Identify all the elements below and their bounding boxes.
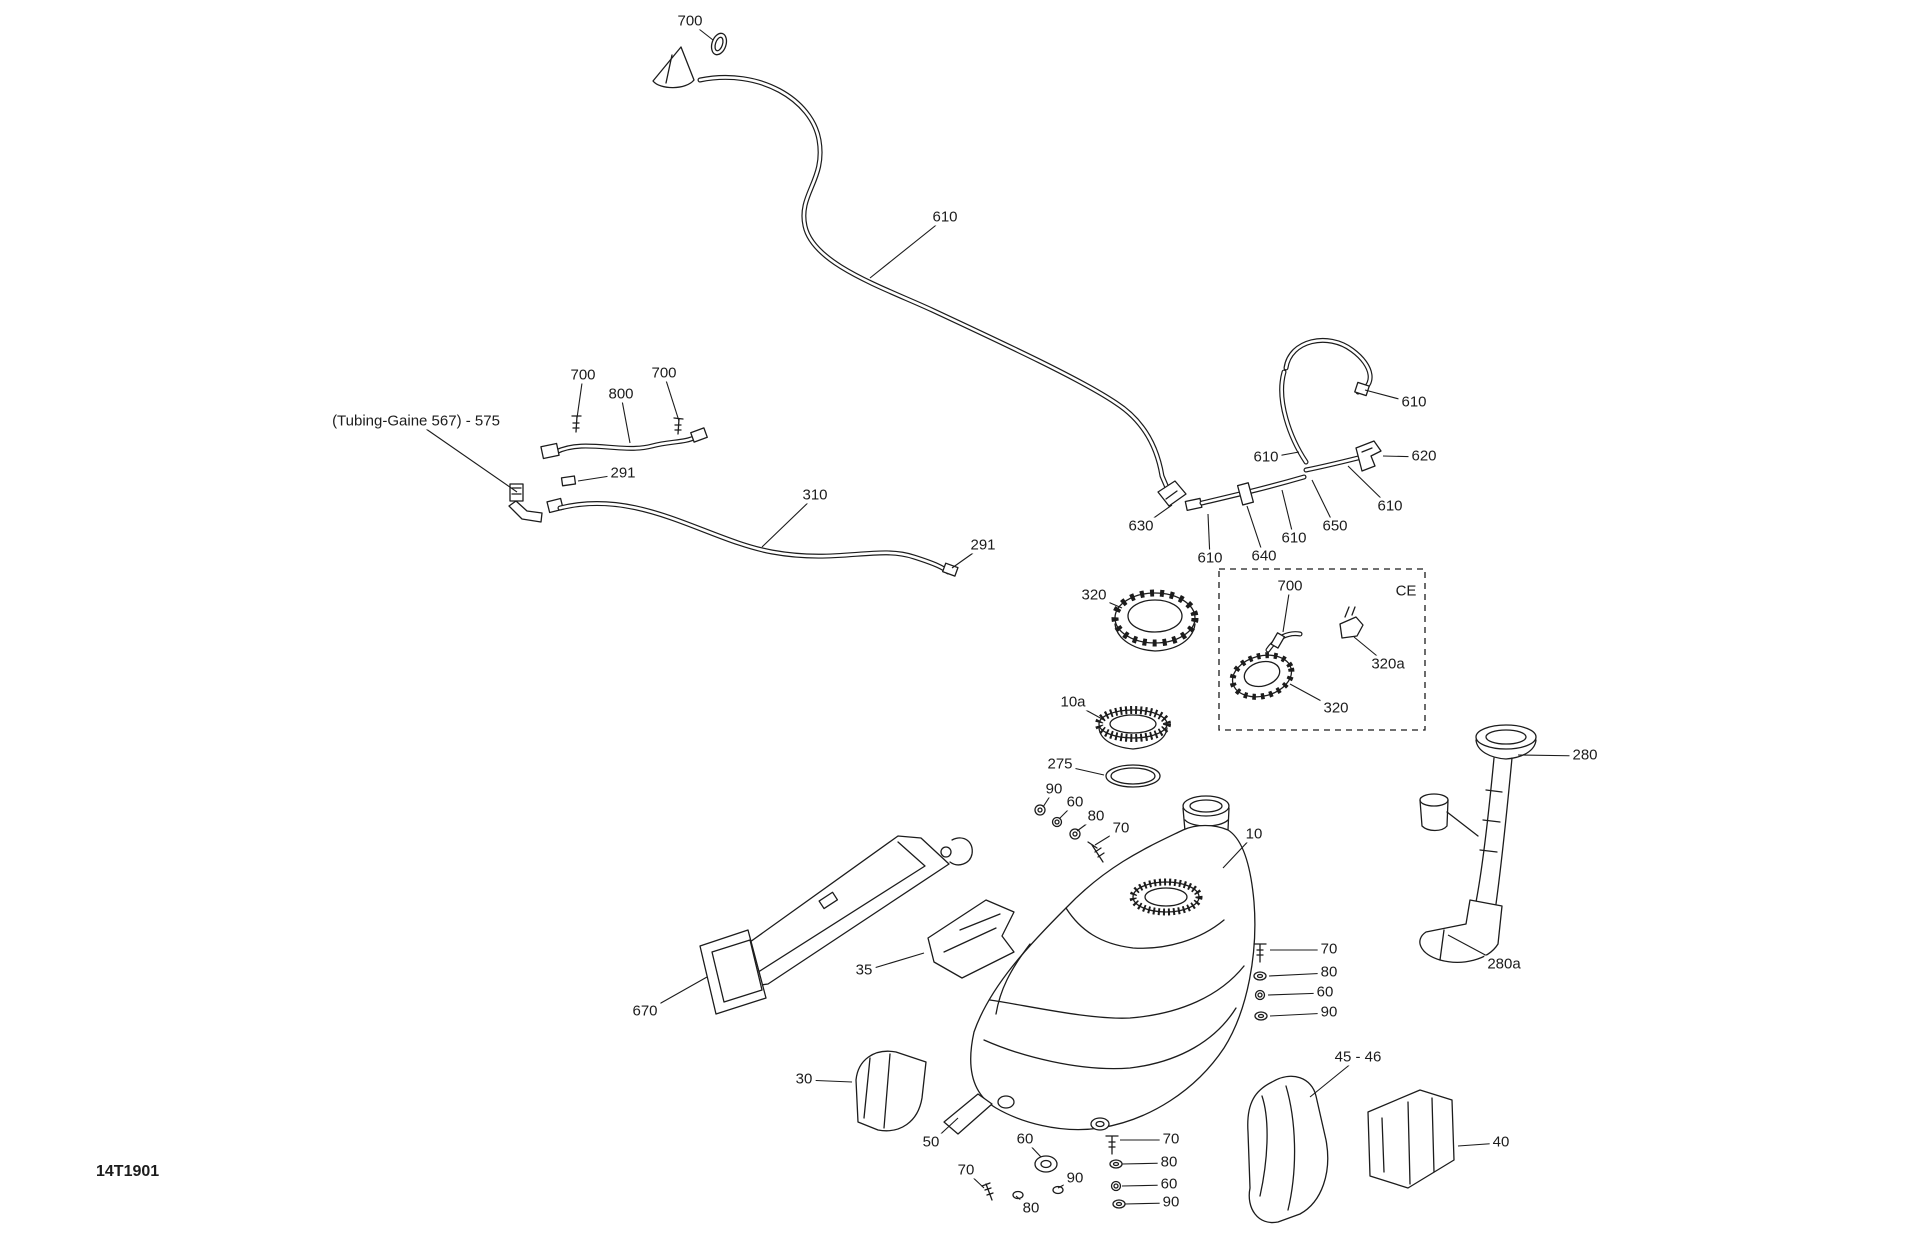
fasteners-bottom-left: [981, 1155, 1064, 1201]
leader-line-14: [1265, 451, 1300, 459]
bracket-35: [927, 899, 1015, 979]
leader-line-18: [1093, 595, 1123, 609]
fuel-cap-320: [1111, 589, 1199, 652]
leader-line-34: [1268, 972, 1330, 977]
fasteners-tank-left: [1034, 804, 1105, 863]
leader-line-2: [576, 375, 584, 419]
leader-line-40: [1024, 1139, 1042, 1158]
leader-line-47: [1124, 1202, 1172, 1205]
vent-hose-610: [697, 74, 1174, 500]
fasteners-tank-right: [1253, 943, 1268, 1021]
leader-line-43: [1015, 1195, 1032, 1210]
leader-line-29: [1094, 828, 1122, 846]
cover-40: [1367, 1089, 1455, 1189]
filler-neck-ring-10a: [1095, 706, 1171, 750]
hose-clamp-700-inset: [1270, 632, 1286, 649]
screw-70-tank: [1087, 841, 1105, 863]
fasteners-bottom-middle: [1105, 1135, 1126, 1209]
leader-line-42: [1057, 1178, 1076, 1189]
leader-line-26: [1042, 789, 1055, 808]
ce-inset-box: [1218, 568, 1426, 731]
valve-320a: [1339, 606, 1364, 639]
leader-line-23: [1072, 702, 1105, 721]
leader-line-3: [620, 394, 631, 444]
leader-line-28: [1076, 816, 1097, 832]
fuel-tank-10: [970, 795, 1256, 1131]
leader-line-49: [1457, 1142, 1502, 1147]
leader-line-41: [965, 1170, 985, 1189]
leader-line-6: [577, 473, 624, 482]
leader-line-1: [869, 217, 946, 279]
leader-line-5: [415, 421, 518, 493]
hose-310: [546, 497, 959, 577]
leader-line-46: [1121, 1184, 1170, 1187]
doc-code: 14T1901: [96, 1163, 160, 1180]
leader-line-7: [761, 495, 816, 548]
leader-line-15: [1382, 455, 1425, 458]
leader-line-17: [1364, 389, 1415, 404]
strip-50: [943, 1093, 993, 1135]
hose-610-upper-right: [1279, 337, 1373, 465]
leader-line-38: [803, 1079, 853, 1083]
leader-line-36: [1269, 1012, 1330, 1017]
bracket-670: [699, 835, 973, 1015]
panel-45-46: [1247, 1075, 1329, 1224]
fuel-line-fittings: [1157, 440, 1382, 511]
leader-line-4: [663, 373, 680, 422]
pump-bracket-280a: [1419, 899, 1503, 963]
leader-line-12: [1281, 489, 1295, 540]
leader-line-10: [1207, 513, 1211, 560]
leader-line-24: [1059, 764, 1105, 776]
leader-line-13: [1311, 479, 1336, 528]
leader-line-48: [1309, 1057, 1359, 1098]
leader-line-0: [689, 21, 714, 41]
leader-line-35: [1267, 992, 1326, 996]
leader-line-9: [1140, 504, 1173, 528]
hose-800-assembly: [540, 415, 708, 460]
float-canister: [1419, 793, 1449, 807]
leader-line-22: [1289, 683, 1337, 710]
leader-line-27: [1058, 802, 1076, 820]
leader-line-8: [951, 545, 984, 569]
leader-line-19: [1282, 586, 1291, 633]
leader-line-11: [1246, 505, 1265, 558]
leader-line-32: [863, 952, 925, 972]
fuel-pump-280: [1419, 724, 1537, 963]
screw-700-left: [571, 415, 582, 433]
leader-line-45: [1121, 1162, 1170, 1165]
vent-cap-700: [652, 32, 728, 89]
fitting-575: [508, 483, 543, 523]
leader-line-16: [1347, 465, 1391, 508]
leader-line-21: [1353, 636, 1389, 666]
fuel-cap-320-inset: [1229, 631, 1303, 700]
leader-line-25: [1517, 754, 1586, 757]
leader-line-31: [644, 976, 708, 1013]
clip-291-upper: [560, 475, 577, 487]
o-ring-275: [1105, 764, 1161, 788]
bracket-30: [855, 1050, 927, 1132]
